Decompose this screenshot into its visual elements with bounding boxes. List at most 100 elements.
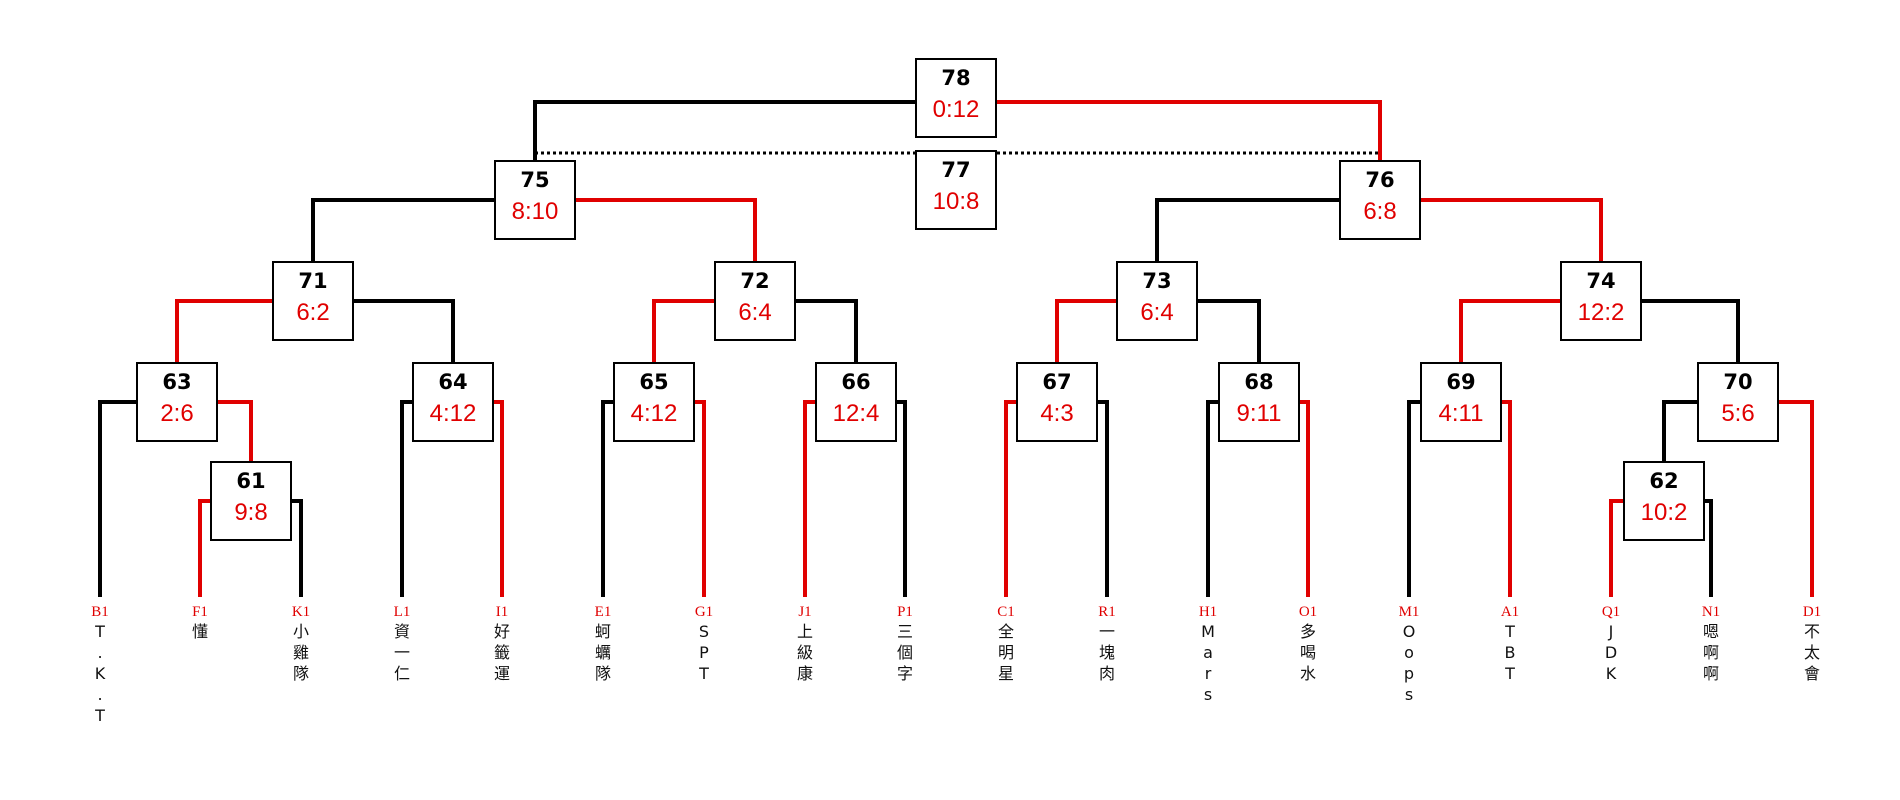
team-slot: J1 上級康 (785, 603, 825, 684)
team-code: K1 (291, 604, 311, 620)
team-slot: F1 懂 (180, 603, 220, 642)
match-number: 71 (298, 269, 328, 293)
bracket-winner-line (1421, 198, 1603, 261)
match-score: 9:11 (1236, 400, 1282, 427)
team-name: 三個字 (896, 622, 913, 683)
match-number: 68 (1244, 370, 1274, 394)
bracket-winner-line (1055, 299, 1116, 362)
team-slot: N1 嗯啊啊 (1691, 603, 1731, 684)
match-65: 65 4:12 (613, 362, 695, 442)
team-code: O1 (1298, 604, 1318, 620)
bracket-winner-line (1779, 400, 1814, 597)
team-code: J1 (798, 604, 812, 620)
team-slot: B1 T.K.T (80, 603, 120, 726)
team-name: 蚵蠣隊 (594, 622, 611, 683)
team-code: G1 (694, 604, 714, 620)
bracket-winner-line (1502, 400, 1512, 597)
match-score: 10:8 (932, 188, 980, 215)
match-score: 4:12 (630, 400, 678, 427)
team-name: 多喝水 (1299, 622, 1316, 683)
team-slot: O1 多喝水 (1288, 603, 1328, 684)
bracket-winner-line (803, 400, 815, 597)
team-code: A1 (1500, 604, 1520, 620)
match-75: 75 8:10 (494, 160, 576, 240)
team-code: P1 (897, 604, 913, 620)
team-slot: R1 一塊肉 (1087, 603, 1127, 684)
team-slot: E1 蚵蠣隊 (583, 603, 623, 684)
match-number: 72 (740, 269, 770, 293)
match-77: 77 10:8 (915, 150, 997, 230)
team-name: 懂 (191, 622, 208, 641)
bracket-line (311, 198, 494, 261)
match-score: 6:8 (1363, 198, 1397, 225)
bracket-line (601, 400, 613, 597)
match-score: 10:2 (1640, 499, 1688, 526)
team-code: Q1 (1601, 604, 1621, 620)
match-number: 65 (639, 370, 669, 394)
match-69: 69 4:11 (1420, 362, 1502, 442)
match-number: 62 (1649, 469, 1679, 493)
bracket-winner-line (218, 400, 253, 461)
match-score: 6:4 (738, 299, 772, 326)
team-name: 資一仁 (393, 622, 410, 683)
team-name: 上級康 (796, 622, 813, 683)
team-code: I1 (495, 604, 509, 620)
bracket-winner-line (1300, 400, 1310, 597)
match-62: 62 10:2 (1623, 461, 1705, 541)
team-code: E1 (594, 604, 612, 620)
bracket-line (1642, 299, 1740, 362)
team-code: C1 (997, 604, 1015, 620)
match-score: 0:12 (932, 96, 980, 123)
bracket-winner-line (1459, 299, 1560, 362)
match-73: 73 6:4 (1116, 261, 1198, 341)
match-number: 69 (1446, 370, 1476, 394)
match-64: 64 4:12 (412, 362, 494, 442)
team-slot: D1 不太會 (1792, 603, 1832, 684)
bracket-line (1098, 400, 1109, 597)
match-number: 74 (1586, 269, 1616, 293)
bracket-line (1407, 400, 1420, 597)
bracket-line (897, 400, 907, 597)
team-name: T.K.T (94, 622, 106, 725)
match-number: 76 (1365, 168, 1395, 192)
match-72: 72 6:4 (714, 261, 796, 341)
match-score: 4:12 (429, 400, 477, 427)
match-number: 73 (1142, 269, 1172, 293)
match-74: 74 12:2 (1560, 261, 1642, 341)
match-score: 8:10 (511, 198, 559, 225)
match-score: 2:6 (160, 400, 194, 427)
team-name: 一塊肉 (1098, 622, 1115, 683)
match-76: 76 6:8 (1339, 160, 1421, 240)
bracket-line (400, 400, 412, 597)
bracket-line (796, 299, 858, 362)
team-name: 小雞隊 (292, 622, 309, 683)
bracket-winner-line (175, 299, 272, 362)
match-63: 63 2:6 (136, 362, 218, 442)
match-70: 70 5:6 (1697, 362, 1779, 442)
match-number: 61 (236, 469, 266, 493)
match-score: 6:4 (1140, 299, 1174, 326)
team-slot: L1 資一仁 (382, 603, 422, 684)
team-slot: P1 三個字 (885, 603, 925, 684)
match-71: 71 6:2 (272, 261, 354, 341)
match-67: 67 4:3 (1016, 362, 1098, 442)
team-code: M1 (1398, 604, 1420, 620)
match-68: 68 9:11 (1218, 362, 1300, 442)
match-66: 66 12:4 (815, 362, 897, 442)
bracket-winner-line (1004, 400, 1016, 597)
bracket-line (533, 100, 915, 160)
match-score: 6:2 (296, 299, 330, 326)
match-number: 64 (438, 370, 468, 394)
bracket-winner-line (997, 100, 1382, 160)
bracket-winner-line (695, 400, 706, 597)
